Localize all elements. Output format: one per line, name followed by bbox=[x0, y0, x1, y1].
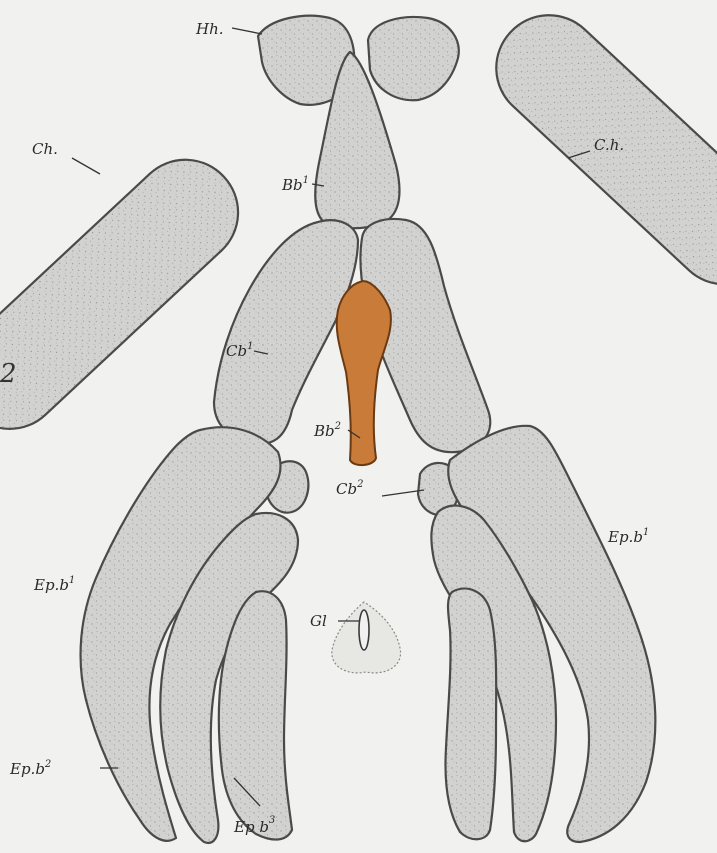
label-epibranchial-1-right: Ep.b1 bbox=[607, 527, 649, 546]
label-hypohyal: Hh. bbox=[195, 20, 224, 38]
label-epibranchial-1-left-text: Ep.b bbox=[33, 576, 69, 594]
label-glottis: Gl bbox=[310, 612, 327, 630]
label-basibranchial-2-sup: 2 bbox=[334, 421, 341, 432]
label-epibranchial-1-left-sup: 1 bbox=[69, 575, 75, 586]
label-epibranchial-2-text: Ep.b bbox=[9, 760, 45, 778]
label-epibranchial-3-text: Ep b bbox=[233, 818, 269, 836]
label-basibranchial-1-sup: 1 bbox=[303, 175, 309, 186]
figure-number: 2 bbox=[0, 359, 17, 389]
label-epibranchial-1-right-text: Ep.b bbox=[607, 528, 643, 546]
label-ceratobranchial-2-sup: 2 bbox=[356, 479, 363, 490]
label-ceratobranchial-1-sup: 1 bbox=[247, 341, 253, 352]
label-ceratobranchial-2-text: Cb bbox=[336, 480, 357, 498]
label-epibranchial-3-sup: 3 bbox=[269, 815, 275, 826]
label-epibranchial-1-right-sup: 1 bbox=[643, 527, 649, 538]
label-basibranchial-2: Bb2 bbox=[313, 421, 341, 440]
label-ceratohyal-left: Ch. bbox=[32, 140, 58, 158]
glottis bbox=[332, 602, 401, 673]
label-basibranchial-2-text: Bb bbox=[313, 422, 335, 440]
label-ceratobranchial-2: Cb2 bbox=[336, 479, 363, 498]
label-epibranchial-2: Ep.b2 bbox=[9, 759, 51, 778]
label-ceratobranchial-1-text: Cb bbox=[226, 342, 247, 360]
basibranchial-2 bbox=[337, 281, 391, 465]
glottis-slit bbox=[359, 610, 369, 650]
label-basibranchial-1: Bb1 bbox=[281, 175, 309, 194]
label-epibranchial-2-sup: 2 bbox=[44, 759, 51, 770]
label-basibranchial-1-text: Bb bbox=[281, 176, 303, 194]
label-epibranchial-1-left: Ep.b1 bbox=[33, 575, 75, 594]
label-ceratohyal-right: C.h. bbox=[594, 136, 624, 154]
right-epibranchial-3 bbox=[446, 589, 497, 840]
right-hypohyal bbox=[368, 17, 459, 100]
